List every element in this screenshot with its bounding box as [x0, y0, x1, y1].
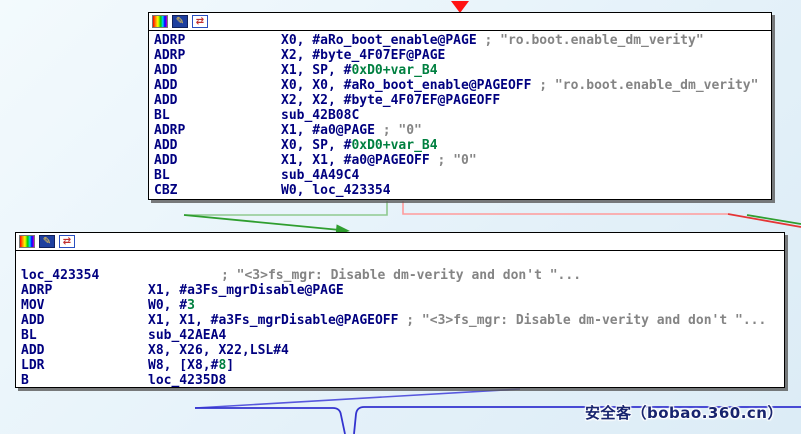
- node-toolbar: ✎ ⇄: [149, 13, 771, 31]
- palette-icon[interactable]: [19, 235, 35, 248]
- edge-green-offscreen-diagonal: [746, 214, 801, 225]
- edge-false-branch-diagonal: [727, 213, 801, 228]
- edge-blue-left-descender: [195, 407, 346, 434]
- edit-icon[interactable]: ✎: [39, 235, 55, 248]
- edge-blue-right-descender: [353, 406, 801, 434]
- edge-true-branch-route: [184, 201, 388, 216]
- xrefs-icon[interactable]: ⇄: [192, 15, 208, 28]
- disassembly-listing: loc_423354; "<3>fs_mgr: Disable dm-verit…: [16, 251, 784, 388]
- asm-line[interactable]: [21, 253, 779, 268]
- graph-node-bottom[interactable]: ✎ ⇄ loc_423354; "<3>fs_mgr: Disable dm-v…: [15, 232, 785, 388]
- asm-line[interactable]: loc_423354; "<3>fs_mgr: Disable dm-verit…: [21, 268, 582, 283]
- edge-false-branch-route: [402, 201, 728, 215]
- watermark: 安全客（bobao.360.cn）: [585, 404, 783, 422]
- palette-icon[interactable]: [152, 15, 168, 28]
- xrefs-icon[interactable]: ⇄: [59, 235, 75, 248]
- edge-blue-diagonal: [194, 388, 521, 409]
- edge-true-branch-arrow-line: [183, 214, 341, 231]
- node-toolbar: ✎ ⇄: [16, 233, 784, 251]
- edit-icon[interactable]: ✎: [172, 15, 188, 28]
- current-position-arrow-icon: [451, 1, 469, 13]
